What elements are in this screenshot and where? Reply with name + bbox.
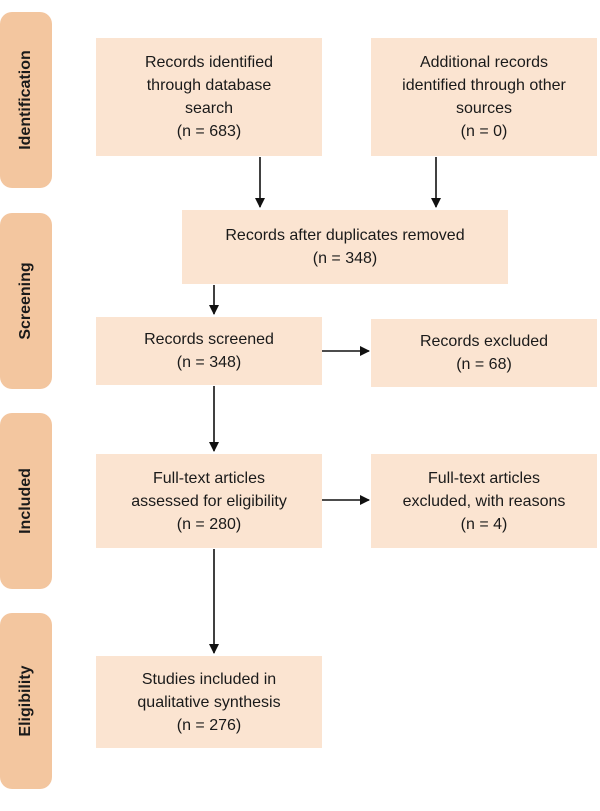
- box-fulltext-line: assessed for eligibility: [131, 492, 287, 510]
- box-screened: Records screened (n = 348): [96, 317, 322, 385]
- box-fulltext-excluded: Full-text articles excluded, with reason…: [371, 454, 597, 548]
- phase-screening: Screening: [0, 213, 52, 389]
- box-screened-count: (n = 348): [176, 354, 242, 371]
- box-fulltext-line: Full-text articles: [152, 469, 266, 487]
- phase-eligibility: Eligibility: [0, 613, 52, 789]
- box-fulltext: Full-text articles assessed for eligibil…: [96, 454, 322, 548]
- box-included: Studies included in qualitative synthesi…: [96, 656, 322, 748]
- box-db-records-line: search: [184, 100, 234, 117]
- box-dedup: Records after duplicates removed (n = 34…: [182, 210, 508, 284]
- box-fulltext-excluded-count: (n = 4): [460, 515, 508, 533]
- box-included-line: qualitative synthesis: [137, 693, 281, 711]
- box-included-line: Studies included in: [141, 670, 277, 688]
- box-screened-line: Records screened: [144, 331, 274, 348]
- box-db-records-count: (n = 683): [176, 123, 242, 140]
- box-fulltext-count: (n = 280): [176, 515, 242, 533]
- box-other-records-line: sources: [455, 100, 513, 117]
- box-fulltext-excluded-line: Full-text articles: [427, 469, 541, 487]
- phase-included: Included: [0, 413, 52, 589]
- box-db-records-line: through database: [146, 77, 272, 94]
- box-db-records-line: Records identified: [144, 54, 274, 71]
- box-fulltext-excluded-line: excluded, with reasons: [402, 492, 566, 510]
- box-other-records-line: Additional records: [419, 54, 549, 71]
- box-dedup-line: Records after duplicates removed: [225, 227, 465, 244]
- box-dedup-count: (n = 348): [312, 250, 378, 267]
- box-excluded-count: (n = 68): [456, 356, 512, 373]
- box-included-count: (n = 276): [176, 716, 242, 734]
- box-excluded-line: Records excluded: [419, 333, 549, 350]
- box-other-records-count: (n = 0): [460, 123, 508, 140]
- phase-identification: Identification: [0, 12, 52, 188]
- box-other-records: Additional records identified through ot…: [371, 38, 597, 156]
- box-db-records: Records identified through database sear…: [96, 38, 322, 156]
- box-other-records-line: identified through other: [402, 77, 566, 94]
- box-excluded: Records excluded (n = 68): [371, 319, 597, 387]
